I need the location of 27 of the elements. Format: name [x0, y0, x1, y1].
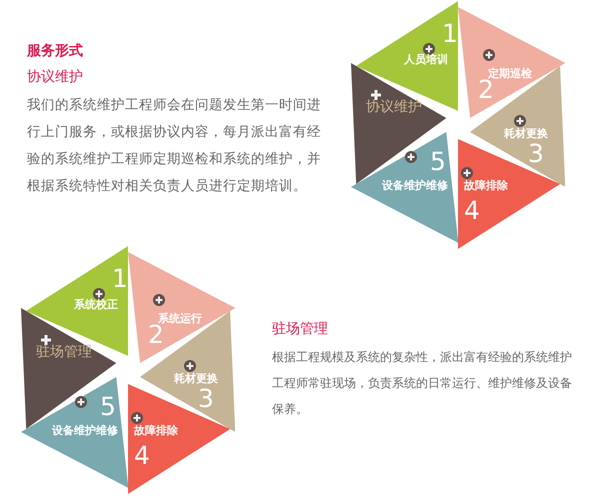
segment-label: 设备维护维修: [382, 179, 448, 192]
step-number: 1: [112, 266, 128, 292]
segment-title: 驻场管理: [36, 344, 92, 360]
segment-label: 故障排除: [134, 424, 178, 437]
subheading: 驻场管理: [272, 320, 329, 338]
segment-label: 系统运行: [158, 312, 202, 325]
step-number: 5: [100, 394, 116, 420]
segment-label: 人员培训: [404, 53, 448, 66]
step-number: 2: [478, 77, 494, 103]
step-number: 1: [442, 21, 458, 47]
segment-label: 耗材更换: [504, 127, 548, 140]
step-number: 4: [134, 443, 150, 469]
segment-label: 设备维护维修: [52, 424, 118, 437]
segment-title: 协议维护: [366, 99, 422, 115]
step-number: 2: [148, 322, 164, 348]
description-paragraph: 我们的系统维护工程师会在问题发生第一时间进行上门服务，或根据协议内容，每月派出富有经验的系统维护工程师定期巡检和系统的维护，并根据系统特性对相关负责人员进行定期培训。: [27, 96, 322, 196]
segment-label: 系统校正: [74, 298, 118, 311]
description-paragraph: 根据工程规模及系统的复杂性，派出富有经验的系统维护工程师常驻现场，负责系统的日常运行、维护维修及设备保养。: [272, 349, 573, 418]
step-number: 5: [430, 149, 446, 175]
segment-label: 定期巡检: [488, 67, 532, 80]
section-heading: 服务形式: [27, 42, 83, 60]
step-number: 3: [198, 386, 214, 412]
step-number: 3: [528, 141, 544, 167]
segment-label: 故障排除: [464, 179, 508, 192]
subheading: 协议维护: [27, 68, 84, 86]
step-number: 4: [464, 198, 480, 224]
segment-label: 耗材更换: [174, 372, 218, 385]
